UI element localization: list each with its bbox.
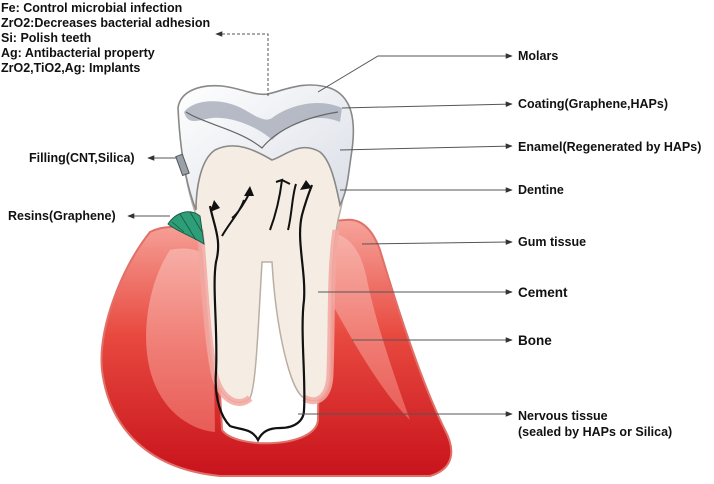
label-bone: Bone [518,334,552,348]
label-filling: Filling(CNT,Silica) [29,151,135,165]
note-ag: Ag: Antibacterial property [1,46,155,60]
label-dentine: Dentine [518,183,564,197]
note-si: Si: Polish teeth [1,31,91,45]
leader-enamel [340,146,512,150]
label-gum: Gum tissue [518,235,586,249]
leader-gum [362,242,512,244]
label-nervous-2: (sealed by HAPs or Silica) [518,425,672,439]
label-coating: Coating(Graphene,HAPs) [518,97,668,111]
leader-coating [342,104,512,108]
label-cement: Cement [518,286,568,300]
leader-molars [318,56,512,92]
label-molars: Molars [518,49,558,63]
label-resins: Resins(Graphene) [8,209,116,223]
label-nervous-1: Nervous tissue [518,409,608,423]
note-implants: ZrO2,TiO2,Ag: Implants [1,61,140,75]
note-zro2: ZrO2:Decreases bacterial adhesion [1,16,210,30]
label-enamel: Enamel(Regenerated by HAPs) [518,140,701,154]
note-fe: Fe: Control microbial infection [1,1,182,15]
